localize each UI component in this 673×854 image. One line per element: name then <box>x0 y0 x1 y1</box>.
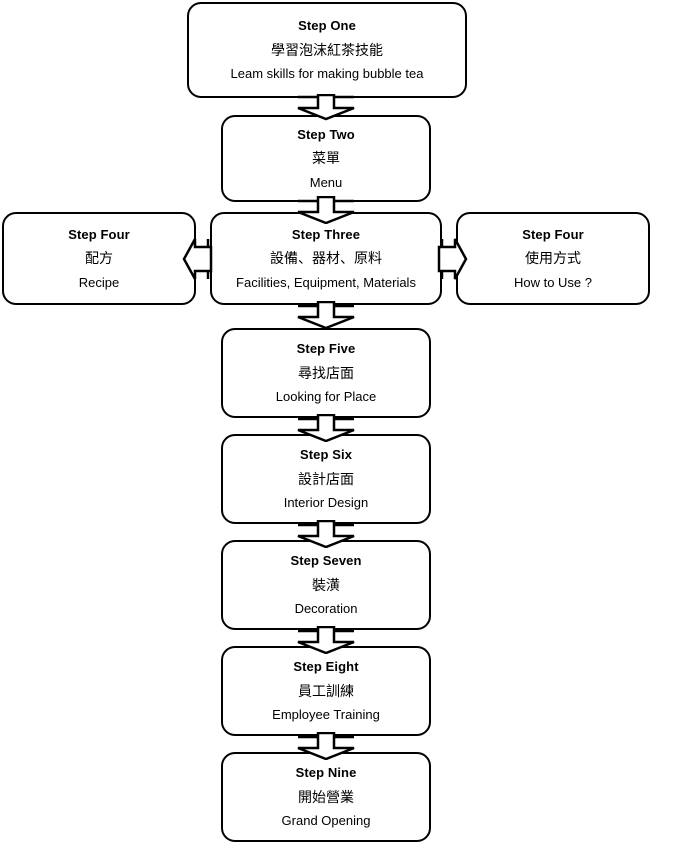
node-step-label: Step Seven <box>290 553 362 569</box>
node-chinese-label: 開始營業 <box>298 788 354 805</box>
node-english-label: Menu <box>309 174 343 190</box>
node-chinese-label: 設備、器材、原料 <box>270 250 382 267</box>
node-chinese-label: 使用方式 <box>525 250 581 267</box>
node-step-three[interactable]: Step Three 設備、器材、原料 Facilities, Equipmen… <box>210 212 442 305</box>
node-step-label: Step Six <box>299 447 353 463</box>
node-step-four-left[interactable]: Step Four 配方 Recipe <box>2 212 196 305</box>
node-step-label: Step Eight <box>293 659 359 675</box>
connector-three-to-five <box>290 301 362 329</box>
node-english-label: Looking for Place <box>275 389 377 405</box>
node-step-one[interactable]: Step One 學習泡沫紅茶技能 Leam skills for making… <box>187 2 467 98</box>
node-english-label: Decoration <box>294 601 358 617</box>
node-step-nine[interactable]: Step Nine 開始營業 Grand Opening <box>221 752 431 842</box>
node-chinese-label: 菜單 <box>312 150 340 167</box>
node-chinese-label: 尋找店面 <box>298 364 354 381</box>
node-step-six[interactable]: Step Six 設計店面 Interior Design <box>221 434 431 524</box>
node-step-label: Step Nine <box>295 765 357 781</box>
node-step-seven[interactable]: Step Seven 裝潢 Decoration <box>221 540 431 630</box>
node-chinese-label: 員工訓練 <box>298 682 354 699</box>
node-english-label: Facilities, Equipment, Materials <box>236 274 416 290</box>
node-step-label: Step Four <box>522 226 584 242</box>
node-english-label: Grand Opening <box>281 813 371 829</box>
node-step-label: Step Three <box>291 226 361 242</box>
node-chinese-label: 設計店面 <box>298 470 354 487</box>
node-step-label: Step Four <box>68 226 130 242</box>
node-english-label: Recipe <box>78 274 120 290</box>
node-step-two[interactable]: Step Two 菜單 Menu <box>221 115 431 202</box>
node-step-label: Step Five <box>296 341 356 357</box>
node-chinese-label: 配方 <box>85 250 113 267</box>
node-step-label: Step Two <box>297 126 355 142</box>
node-step-eight[interactable]: Step Eight 員工訓練 Employee Training <box>221 646 431 736</box>
node-english-label: Employee Training <box>272 707 380 723</box>
node-step-label: Step One <box>298 18 356 34</box>
node-step-four-right[interactable]: Step Four 使用方式 How to Use ? <box>456 212 650 305</box>
node-chinese-label: 學習泡沫紅茶技能 <box>271 41 383 58</box>
node-chinese-label: 裝潢 <box>312 576 340 593</box>
node-english-label: Leam skills for making bubble tea <box>230 66 424 82</box>
node-english-label: Interior Design <box>283 495 369 511</box>
node-english-label: How to Use ? <box>513 274 593 290</box>
node-step-five[interactable]: Step Five 尋找店面 Looking for Place <box>221 328 431 418</box>
